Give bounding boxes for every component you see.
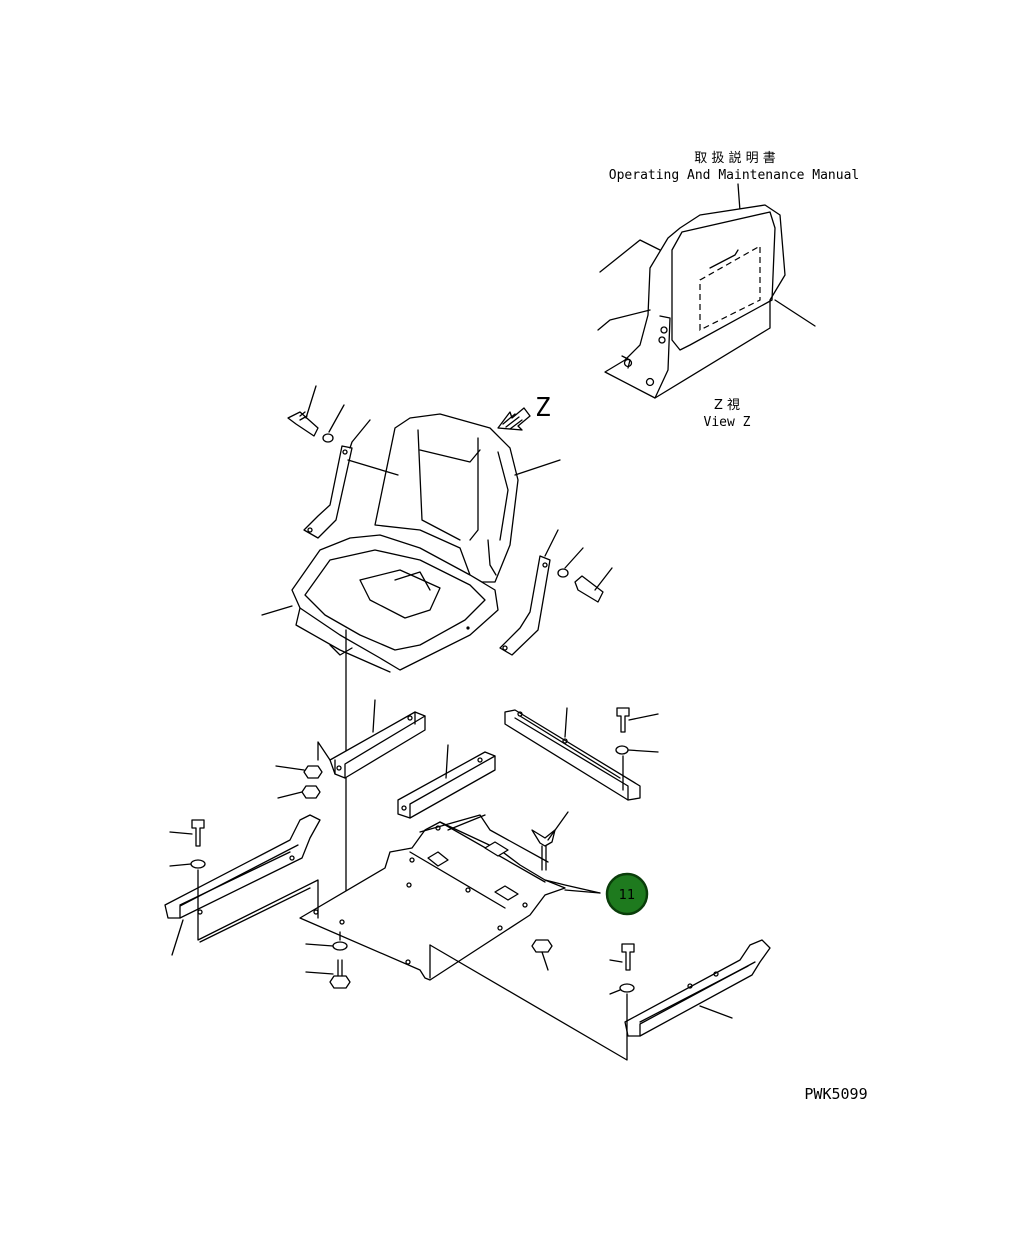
z-arrow-icon (497, 407, 531, 431)
view-z-seat-back (604, 204, 786, 399)
right-floor-rail-body (624, 939, 771, 1037)
part-callout-11[interactable]: 11 (605, 872, 649, 916)
left-washer-icon (322, 433, 334, 443)
center-nut-icon (531, 939, 553, 953)
wing-bolt-icon (531, 829, 556, 847)
washer-icon-upper-right (615, 745, 629, 755)
view-z-label-jp: Z 視 (714, 398, 740, 413)
wing-bolt-group (531, 811, 569, 971)
lower-washer-icon (332, 941, 348, 951)
callout-circle[interactable] (605, 872, 649, 916)
left-rail (317, 699, 426, 779)
center-rail (397, 744, 496, 819)
view-z-detail: 取 扱 説 明 書 Operating And Maintenance Manu… (597, 150, 859, 430)
right-bolt-icon (574, 575, 604, 603)
right-rail (504, 707, 641, 801)
view-z-direction: Z (497, 393, 551, 431)
left-floor-washer-icon (190, 859, 206, 869)
seat-assembly (261, 413, 561, 673)
manual-label-en: Operating And Maintenance Manual (609, 168, 859, 183)
callout-leader-line (564, 889, 601, 894)
right-floor-washer-icon (619, 983, 635, 993)
seat-cushion (291, 534, 499, 671)
nut-icon (303, 765, 323, 779)
seat-base-plate (299, 821, 566, 981)
left-bolt-icon (287, 411, 319, 437)
manual-label-jp: 取 扱 説 明 書 (694, 150, 776, 166)
bolt-icon-upper-right (616, 707, 630, 733)
nut-icon-2 (301, 785, 321, 799)
rail-fasteners (275, 707, 659, 799)
right-bracket-group (499, 529, 613, 656)
left-bracket-group (287, 385, 399, 539)
manual-pocket (699, 244, 761, 331)
right-floor-bolt-icon (621, 943, 635, 971)
view-z-label-en: View Z (704, 415, 751, 430)
base-plate (299, 814, 601, 981)
z-letter: Z (535, 393, 551, 423)
left-floor-rail (164, 814, 321, 956)
left-floor-rail-body (164, 814, 321, 919)
left-floor-bolt-icon (191, 819, 205, 847)
callout-number[interactable]: 11 (619, 888, 636, 903)
right-washer-icon (557, 568, 569, 578)
drawing-number: PWK5099 (804, 1085, 867, 1103)
right-seat-bracket (499, 555, 551, 656)
lower-bolt-group (305, 931, 351, 989)
lower-bolt-icon (329, 975, 351, 989)
left-seat-bracket (303, 445, 353, 539)
seat-backrest (374, 413, 519, 583)
right-floor-rail (429, 939, 771, 1061)
